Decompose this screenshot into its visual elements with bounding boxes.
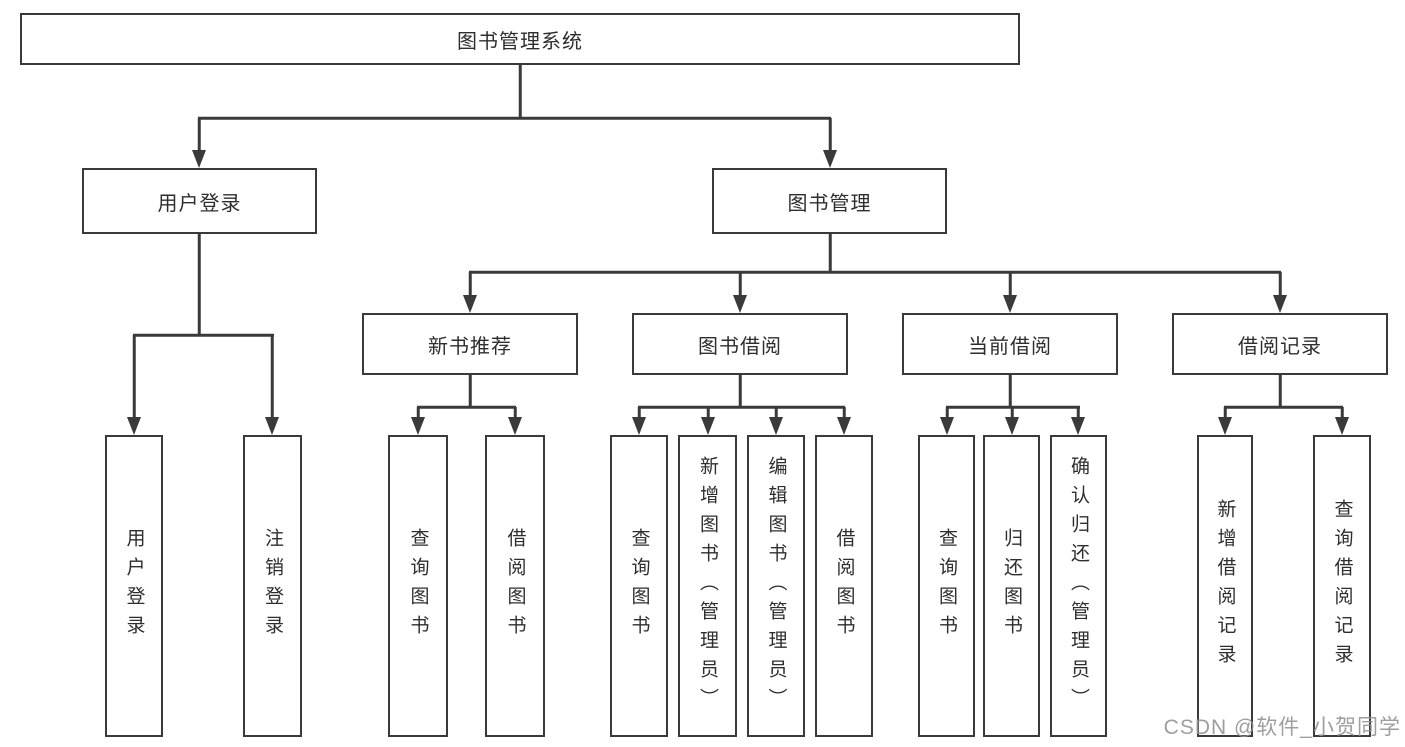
connector-hline bbox=[1224, 405, 1343, 409]
arrow-down-icon bbox=[769, 417, 783, 435]
connector-vline bbox=[1278, 375, 1282, 407]
arrow-down-icon bbox=[1005, 417, 1019, 435]
csdn-watermark: CSDN @软件_小贺同学 bbox=[1163, 716, 1401, 739]
leaf-logout: 注销登录 bbox=[243, 435, 302, 737]
node-label: 新书推荐 bbox=[428, 335, 512, 358]
leaf-confirm-return-admin: 确认归还（管理员） bbox=[1050, 435, 1107, 737]
connector-vline bbox=[468, 272, 472, 296]
arrow-down-icon bbox=[463, 295, 477, 313]
connector-vline bbox=[1340, 407, 1344, 418]
node-current-borrowing: 当前借阅 bbox=[902, 313, 1118, 375]
connector-vline bbox=[1278, 272, 1282, 296]
arrow-down-icon bbox=[127, 417, 141, 435]
node-label: 借阅图书 bbox=[833, 528, 855, 644]
node-label: 查询图书 bbox=[936, 528, 957, 644]
leaf-user-login: 用户登录 bbox=[105, 435, 163, 737]
leaf-borrow-books-recommend: 借阅图书 bbox=[485, 435, 545, 737]
node-label: 编辑图书（管理员） bbox=[765, 455, 787, 717]
leaf-query-borrow-record: 查询借阅记录 bbox=[1313, 435, 1371, 737]
arrow-down-icon bbox=[823, 150, 837, 168]
node-label: 借阅图书 bbox=[504, 528, 526, 644]
arrow-down-icon bbox=[1335, 417, 1349, 435]
node-label: 用户登录 bbox=[123, 528, 145, 644]
arrow-down-icon bbox=[1218, 417, 1232, 435]
arrow-down-icon bbox=[508, 417, 522, 435]
arrow-down-icon bbox=[733, 295, 747, 313]
node-label: 新增图书（管理员） bbox=[697, 455, 718, 717]
arrow-down-icon bbox=[1003, 295, 1017, 313]
node-label: 查询图书 bbox=[407, 528, 429, 644]
node-library-management-system: 图书管理系统 bbox=[20, 13, 1020, 65]
connector-hline bbox=[638, 405, 845, 409]
node-label: 当前借阅 bbox=[968, 335, 1052, 358]
leaf-query-books-borrowing: 查询图书 bbox=[610, 435, 668, 737]
node-book-management: 图书管理 bbox=[712, 168, 947, 234]
arrow-down-icon bbox=[265, 417, 279, 435]
connector-vline bbox=[1223, 407, 1227, 418]
node-label: 查询图书 bbox=[628, 528, 650, 644]
connector-vline bbox=[1076, 407, 1080, 418]
connector-vline bbox=[513, 407, 517, 418]
node-label: 查询借阅记录 bbox=[1331, 499, 1353, 673]
connector-vline bbox=[774, 407, 778, 418]
arrow-down-icon bbox=[192, 150, 206, 168]
arrow-down-icon bbox=[632, 417, 646, 435]
connector-vline bbox=[738, 375, 742, 407]
connector-vline bbox=[197, 234, 201, 335]
connector-vline bbox=[468, 375, 472, 407]
connector-vline bbox=[518, 65, 522, 118]
connector-vline bbox=[706, 407, 710, 418]
node-label: 确认归还（管理员） bbox=[1068, 455, 1089, 717]
node-book-borrowing: 图书借阅 bbox=[632, 313, 848, 375]
connector-vline bbox=[197, 118, 201, 151]
connector-vline bbox=[416, 407, 420, 418]
connector-hline bbox=[198, 116, 831, 120]
connector-vline bbox=[828, 118, 832, 151]
connector-vline bbox=[738, 272, 742, 296]
connector-hline bbox=[417, 405, 516, 409]
leaf-add-books-admin: 新增图书（管理员） bbox=[678, 435, 737, 737]
node-label: 新增借阅记录 bbox=[1214, 499, 1236, 673]
node-label: 图书管理 bbox=[787, 192, 872, 215]
connector-vline bbox=[1010, 407, 1014, 418]
leaf-query-books-recommend: 查询图书 bbox=[388, 435, 448, 737]
arrow-down-icon bbox=[940, 417, 954, 435]
node-label: 注销登录 bbox=[262, 528, 283, 644]
node-label: 图书借阅 bbox=[698, 335, 782, 358]
leaf-borrow-books: 借阅图书 bbox=[815, 435, 873, 737]
arrow-down-icon bbox=[701, 417, 715, 435]
connector-vline bbox=[270, 335, 274, 418]
node-label: 借阅记录 bbox=[1238, 335, 1322, 358]
arrow-down-icon bbox=[411, 417, 425, 435]
node-label: 用户登录 bbox=[157, 192, 242, 215]
leaf-query-books-current: 查询图书 bbox=[918, 435, 975, 737]
arrow-down-icon bbox=[1071, 417, 1085, 435]
node-borrowing-records: 借阅记录 bbox=[1172, 313, 1388, 375]
connector-hline bbox=[469, 270, 1281, 274]
connector-vline bbox=[828, 234, 832, 272]
connector-vline bbox=[1008, 375, 1012, 407]
node-user-login: 用户登录 bbox=[82, 168, 317, 234]
connector-vline bbox=[637, 407, 641, 418]
arrow-down-icon bbox=[1273, 295, 1287, 313]
connector-vline bbox=[842, 407, 846, 418]
connector-vline bbox=[945, 407, 949, 418]
connector-hline bbox=[133, 333, 274, 337]
connector-vline bbox=[1008, 272, 1012, 296]
node-new-book-recommendation: 新书推荐 bbox=[362, 313, 578, 375]
leaf-edit-books-admin: 编辑图书（管理员） bbox=[747, 435, 805, 737]
leaf-return-books: 归还图书 bbox=[983, 435, 1040, 737]
connector-vline bbox=[132, 335, 136, 418]
node-label: 归还图书 bbox=[1001, 528, 1022, 644]
leaf-add-borrow-record: 新增借阅记录 bbox=[1197, 435, 1253, 737]
arrow-down-icon bbox=[837, 417, 851, 435]
node-label: 图书管理系统 bbox=[457, 30, 583, 53]
